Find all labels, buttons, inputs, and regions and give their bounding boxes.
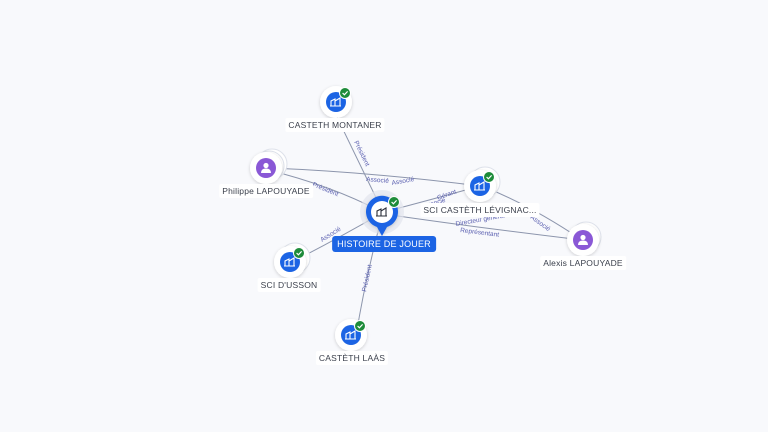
company-node-casteth-laas[interactable]: [335, 319, 367, 351]
person-node-philippe-lapouyade[interactable]: [250, 148, 288, 184]
person-icon: [578, 234, 588, 245]
building-icon: [284, 257, 295, 267]
company-node-casteth-montaner[interactable]: [320, 86, 352, 118]
verified-check-icon: [483, 171, 495, 183]
edge-alexis-center: [383, 213, 583, 241]
node-label-casteth-laas[interactable]: CASTÈTH LAÀS: [315, 351, 389, 365]
company-node-sci-dusson[interactable]: [274, 242, 311, 278]
node-label-sci-dusson[interactable]: SCI D'USSON: [257, 278, 321, 292]
building-icon: [345, 330, 356, 340]
edge-label: Associé: [391, 176, 415, 187]
edge-label: Associé: [366, 176, 390, 185]
node-label-philippe-lapouyade[interactable]: Philippe LAPOUYADE: [219, 184, 313, 198]
person-node-alexis-lapouyade[interactable]: [567, 221, 602, 256]
edge-label: Président: [311, 181, 339, 198]
edge-philippe-levignac: [269, 167, 481, 187]
verified-check-icon: [293, 247, 305, 259]
verified-check-icon: [354, 320, 366, 332]
company-node-sci-casteth-levignac[interactable]: [464, 166, 501, 202]
verified-check-icon: [388, 196, 400, 208]
node-label-casteth-montaner[interactable]: CASTETH MONTANER: [285, 118, 385, 132]
building-icon: [376, 207, 387, 217]
verified-check-icon: [339, 87, 351, 99]
edge-label: Président: [361, 264, 374, 293]
node-label-histoire-de-jouer[interactable]: HISTOIRE DE JOUER: [332, 236, 436, 252]
building-icon: [330, 97, 341, 107]
edges: [267, 114, 583, 337]
person-icon: [261, 162, 271, 173]
center-company-node[interactable]: [360, 190, 404, 236]
building-icon: [474, 181, 485, 191]
node-label-sci-casteth-levignac[interactable]: SCI CASTÈTH LÉVIGNAC...: [420, 203, 540, 217]
node-label-alexis-lapouyade[interactable]: Alexis LAPOUYADE: [540, 256, 626, 270]
edge-label: Représentant: [460, 227, 500, 239]
